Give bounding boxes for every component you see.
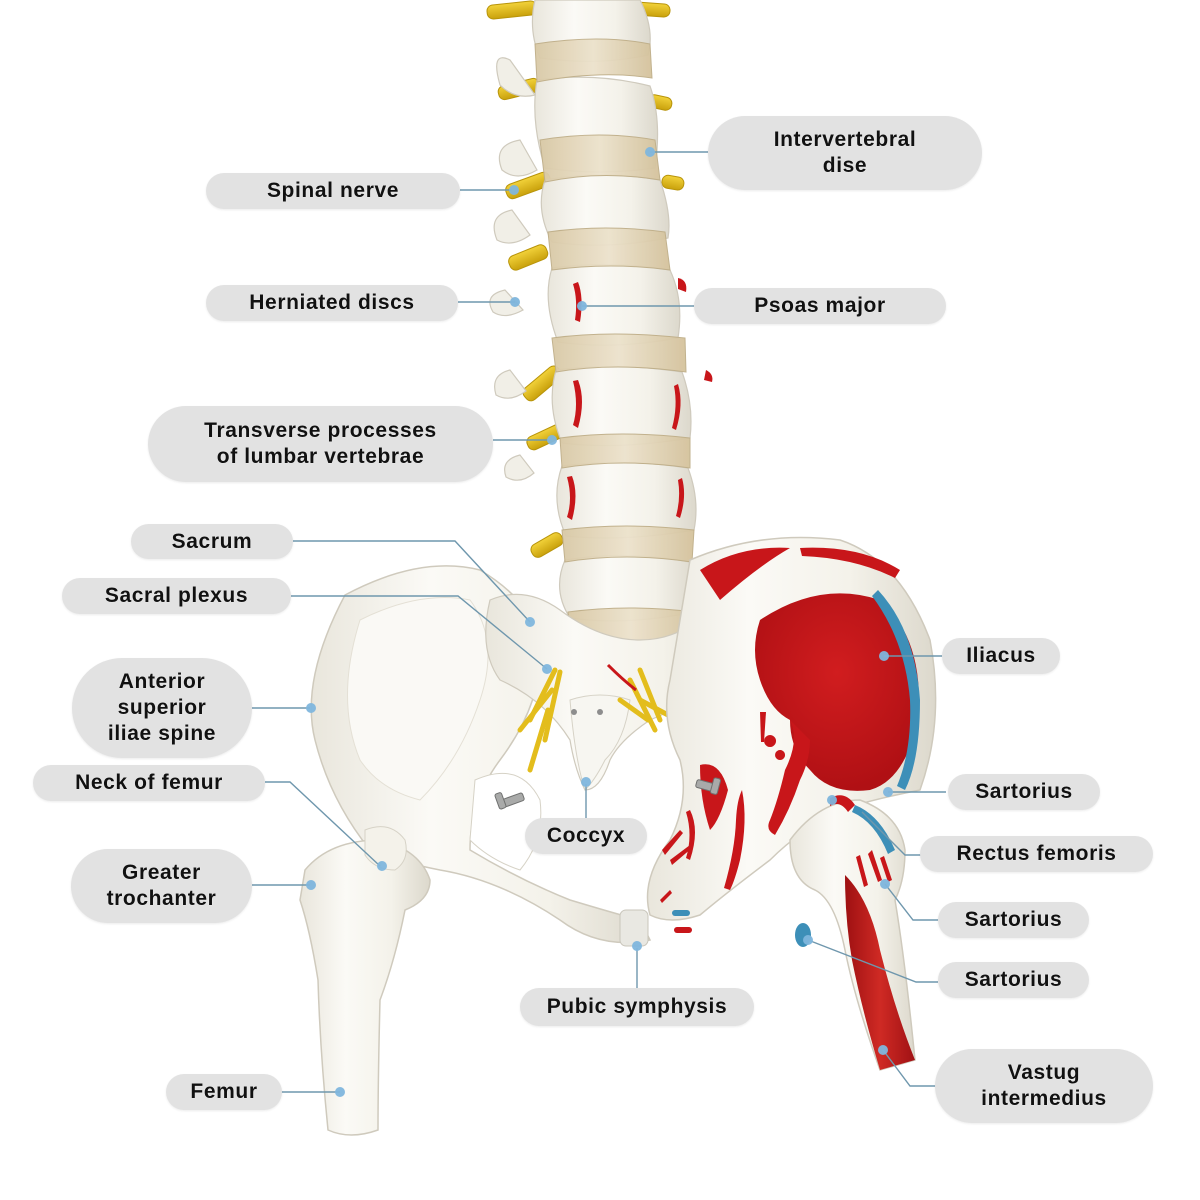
label-herniated-discs: Herniated discs <box>206 285 458 321</box>
lumbar-spine <box>486 0 713 648</box>
label-pubic-symphysis: Pubic symphysis <box>520 988 754 1026</box>
right-femur <box>789 795 916 1071</box>
label-anterior-superior-iliac-spine: Anterior superior iliae spine <box>72 658 252 758</box>
label-vastus-intermedius: Vastug intermedius <box>935 1049 1153 1123</box>
label-neck-of-femur: Neck of femur <box>33 765 265 801</box>
right-hip-bone <box>646 536 937 933</box>
label-psoas-major: Psoas major <box>694 288 946 324</box>
screw-left <box>494 792 525 810</box>
pubic-symphysis-disc <box>619 909 649 947</box>
spinous-processes <box>489 57 538 481</box>
label-intervertebral-disc: Intervertebral dise <box>708 116 982 190</box>
leader-dots <box>306 147 893 1097</box>
label-sartorius-3: Sartorius <box>938 962 1089 998</box>
intervertebral-discs <box>534 38 695 648</box>
label-transverse-processes: Transverse processes of lumbar vertebrae <box>148 406 493 482</box>
label-greater-trochanter: Greater trochanter <box>71 849 252 923</box>
label-femur: Femur <box>166 1074 282 1110</box>
label-sartorius-2: Sartorius <box>938 902 1089 938</box>
label-sartorius-1: Sartorius <box>948 774 1100 810</box>
label-sacrum: Sacrum <box>131 524 293 559</box>
label-coccyx: Coccyx <box>525 818 647 854</box>
label-rectus-femoris: Rectus femoris <box>920 836 1153 872</box>
label-sacral-plexus: Sacral plexus <box>62 578 291 614</box>
sacrum-bone <box>485 593 739 791</box>
left-femur <box>299 826 431 1136</box>
screw-right <box>695 777 721 795</box>
label-spinal-nerve: Spinal nerve <box>206 173 460 209</box>
psoas-marks <box>567 278 713 520</box>
label-iliacus: Iliacus <box>942 638 1060 674</box>
